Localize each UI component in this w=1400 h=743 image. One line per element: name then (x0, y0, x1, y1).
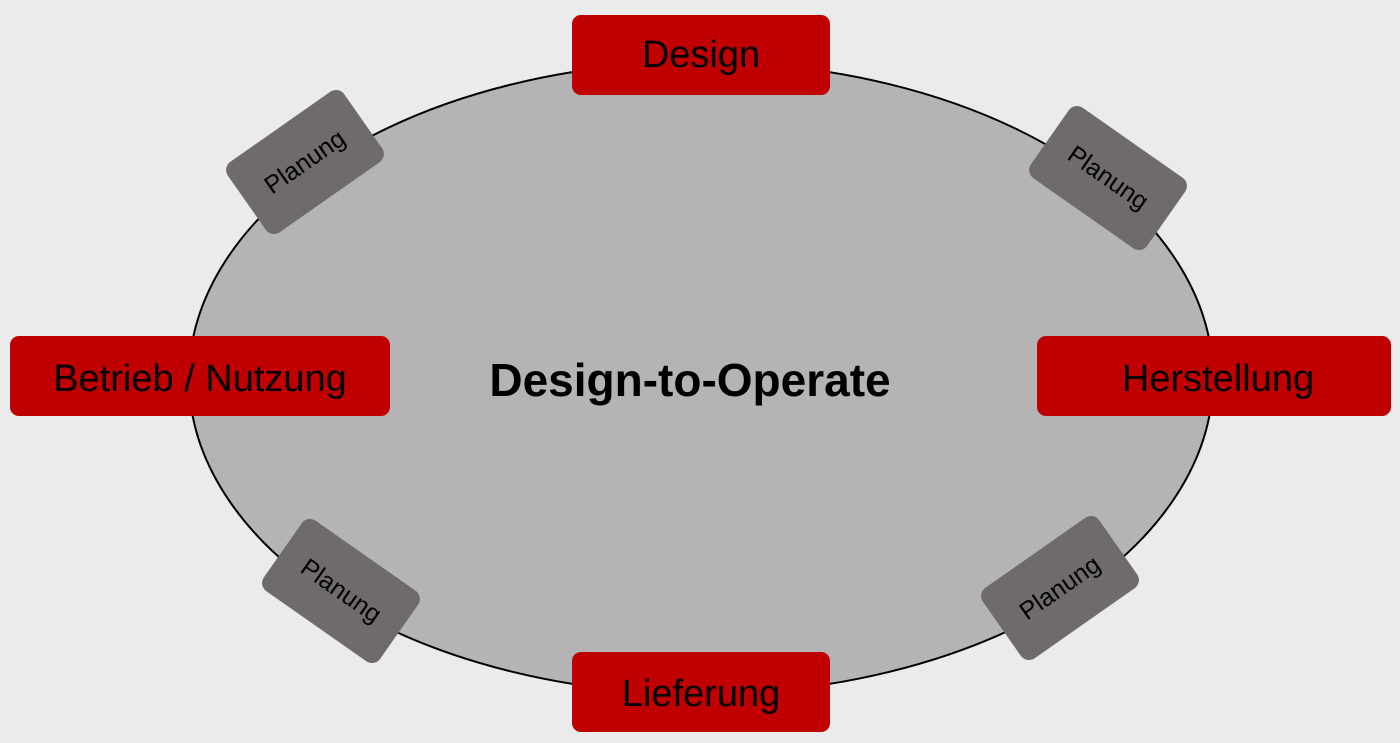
phase-lieferung: Lieferung (572, 652, 830, 732)
diagram-title: Design-to-Operate (489, 354, 891, 406)
phase-design: Design (572, 15, 830, 95)
phase-betrieb-nutzung: Betrieb / Nutzung (10, 336, 390, 416)
phase-herstellung: Herstellung (1037, 336, 1391, 416)
